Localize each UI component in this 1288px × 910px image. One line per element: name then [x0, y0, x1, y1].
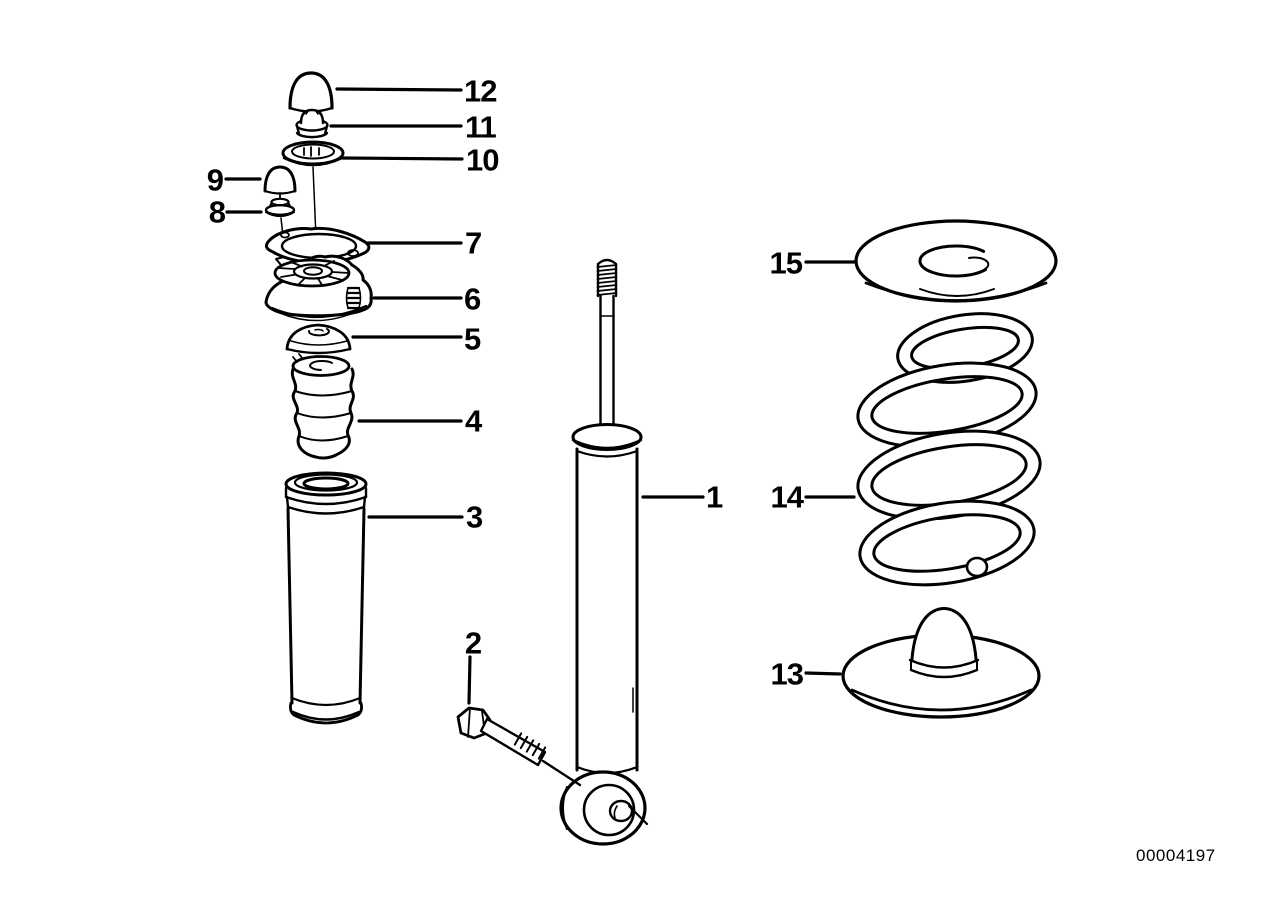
callout-label-5: 5 — [464, 322, 481, 357]
eyelet-bushing — [559, 770, 649, 846]
callout-label-15: 15 — [770, 246, 803, 281]
callout-label-11: 11 — [465, 110, 497, 145]
bump-stop-drawing — [290, 353, 355, 460]
bolt-threads — [513, 732, 547, 760]
lower-spring-pad-drawing — [841, 607, 1041, 719]
upper-spring-pad-drawing — [854, 219, 1058, 303]
callout-label-13: 13 — [771, 657, 804, 692]
leader-13 — [804, 671, 842, 676]
leader-2 — [467, 655, 472, 705]
protective-tube-drawing — [284, 471, 368, 725]
callout-label-7: 7 — [465, 226, 481, 261]
assembly-centerline — [312, 166, 317, 239]
callout-label-14: 14 — [771, 480, 805, 515]
callout-label-1: 1 — [706, 480, 723, 515]
callout-label-10: 10 — [466, 143, 498, 178]
leader-12 — [335, 87, 463, 92]
support-bearing-drawing — [264, 254, 373, 322]
bearing-spokes — [277, 260, 350, 286]
leader-10 — [340, 156, 464, 161]
callout-label-12: 12 — [464, 74, 496, 109]
small-cap-drawing — [263, 165, 297, 195]
shock-absorber-drawing — [559, 258, 649, 846]
upper-cap-drawing — [288, 71, 334, 113]
leader-2-bolt — [541, 759, 582, 787]
leader-lines — [224, 87, 856, 787]
support-washer-drawing — [285, 323, 352, 355]
callout-label-8: 8 — [209, 195, 226, 230]
dome-nut-drawing — [295, 108, 329, 139]
spring-wire-end — [965, 556, 989, 578]
fastening-bolt-drawing — [456, 706, 547, 767]
callout-label-3: 3 — [466, 500, 483, 535]
document-number: 00004197 — [1136, 846, 1216, 865]
callout-label-2: 2 — [465, 626, 481, 661]
coil-spring-drawing — [856, 312, 1042, 587]
callout-label-9: 9 — [207, 163, 224, 198]
plate-washer-drawing — [281, 140, 345, 167]
callout-labels: 1 2 3 4 5 6 7 8 9 10 11 12 13 14 15 — [207, 74, 806, 692]
callout-label-6: 6 — [464, 282, 481, 317]
callout-label-4: 4 — [465, 404, 483, 439]
bearing-coil-detail — [345, 286, 362, 310]
lock-nut-drawing — [264, 192, 296, 237]
gasket-plate-drawing — [264, 226, 371, 265]
